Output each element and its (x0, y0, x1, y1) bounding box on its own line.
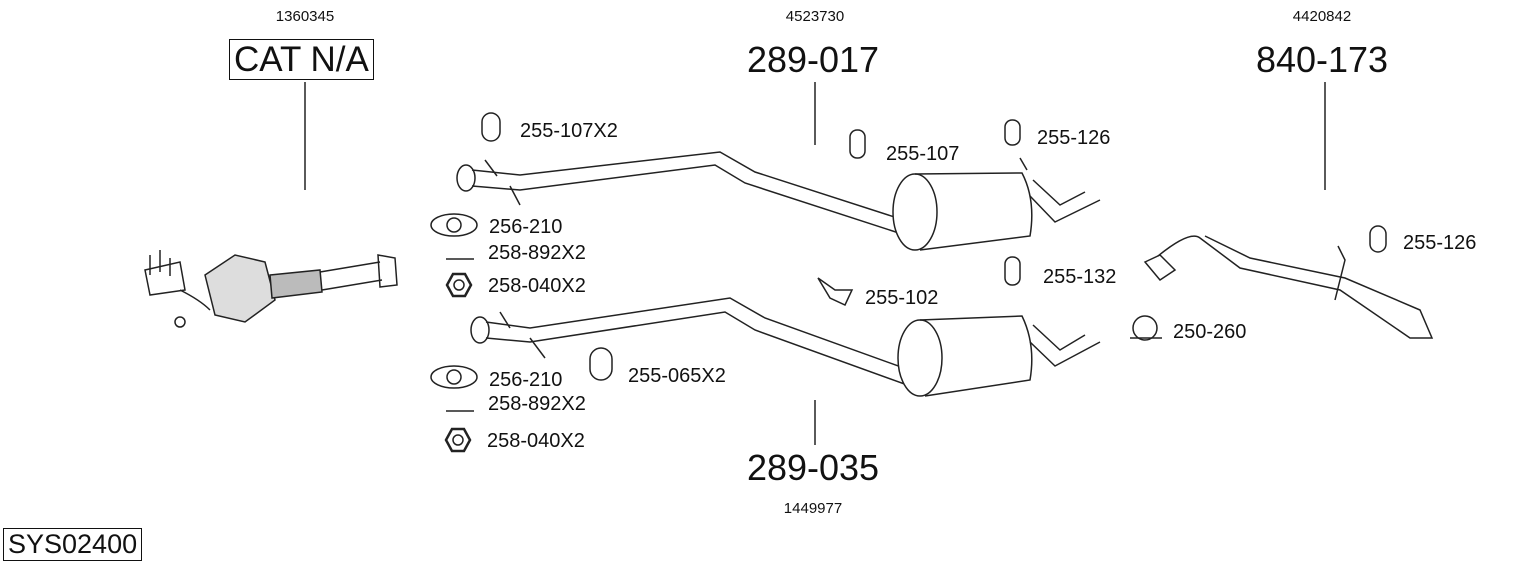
component-label: 255-065X2 (628, 365, 726, 387)
reference-number: 4523730 (785, 8, 845, 25)
component-label: 258-040X2 (488, 275, 586, 297)
part-label-cat: CAT N/A (229, 39, 374, 80)
component-label: 255-132 (1043, 266, 1117, 288)
component-label: 255-107X2 (520, 120, 618, 142)
nut-icon (445, 272, 473, 298)
part-label-289-035: 289-035 (746, 447, 880, 488)
rubber-hanger-icon (1004, 119, 1021, 146)
front-pipe-lower-drawing (470, 297, 916, 387)
reference-number: 1449977 (783, 500, 843, 517)
component-label: 256-210 (489, 369, 563, 391)
component-label: 256-210 (489, 216, 563, 238)
rubber-hanger-icon (481, 112, 501, 142)
rubber-hanger-icon (1004, 256, 1021, 286)
part-label-840-173: 840-173 (1255, 39, 1389, 80)
part-label-289-017: 289-017 (746, 39, 880, 80)
component-label: 250-260 (1173, 321, 1247, 343)
clamp-icon (1130, 315, 1162, 341)
component-label: 255-102 (865, 287, 939, 309)
rear-muffler-upper-drawing (892, 157, 1101, 251)
rubber-hanger-icon (589, 347, 613, 381)
gasket-icon (430, 365, 478, 389)
catalytic-converter-drawing (144, 250, 398, 328)
gasket-icon (430, 213, 478, 237)
rear-muffler-lower-drawing (897, 315, 1101, 397)
reference-number: 4420842 (1292, 8, 1352, 25)
nut-icon (444, 427, 472, 453)
component-label: 255-126 (1037, 127, 1111, 149)
system-code: SYS02400 (3, 528, 143, 561)
component-label: 258-040X2 (487, 430, 585, 452)
component-label: 255-126 (1403, 232, 1477, 254)
rubber-hanger-icon (849, 129, 866, 159)
rubber-hanger-icon (1369, 225, 1387, 253)
tail-pipe-drawing (1143, 235, 1434, 339)
component-label: 258-892X2 (488, 393, 586, 415)
component-label: 258-892X2 (488, 242, 586, 264)
reference-number: 1360345 (275, 8, 335, 25)
front-pipe-upper-drawing (456, 151, 911, 236)
bracket-icon (817, 277, 854, 306)
component-label: 255-107 (886, 143, 960, 165)
